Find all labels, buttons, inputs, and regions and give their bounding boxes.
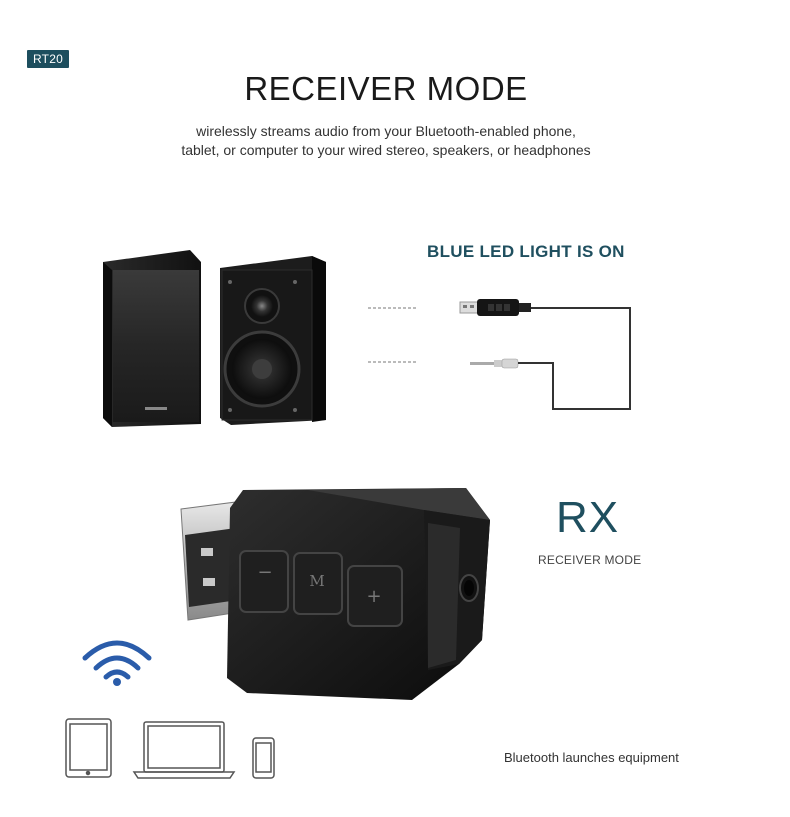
rx-label: RX xyxy=(556,493,620,542)
cable-line xyxy=(518,307,631,410)
plus-button xyxy=(347,565,403,627)
aux-cable-icon xyxy=(470,358,519,369)
minus-button xyxy=(239,550,289,613)
left-speaker xyxy=(103,250,201,427)
m-glyph: M xyxy=(309,572,325,590)
minus-glyph: − xyxy=(257,562,273,583)
subtitle-line-1: wirelessly streams audio from your Bluet… xyxy=(196,123,576,139)
page-subtitle: wirelessly streams audio from your Bluet… xyxy=(0,122,772,160)
usb-adapter-icon xyxy=(459,299,531,316)
bluetooth-device xyxy=(180,488,490,700)
wifi-icon xyxy=(82,640,152,680)
plus-glyph: + xyxy=(366,586,382,607)
tablet-icon xyxy=(65,718,112,778)
speaker-pair xyxy=(103,250,326,427)
page-title: RECEIVER MODE xyxy=(244,70,528,107)
model-badge: RT20 xyxy=(27,50,69,68)
right-speaker xyxy=(220,256,326,425)
subtitle-line-2: tablet, or computer to your wired stereo… xyxy=(181,142,591,158)
rx-mode-label: RECEIVER MODE xyxy=(538,553,642,567)
wifi-dot xyxy=(113,678,121,686)
led-status-label: BLUE LED LIGHT IS ON xyxy=(427,242,625,261)
mode-button xyxy=(293,552,343,615)
phone-icon xyxy=(252,737,275,779)
laptop-icon xyxy=(132,721,236,779)
equipment-label: Bluetooth launches equipment xyxy=(504,750,679,765)
